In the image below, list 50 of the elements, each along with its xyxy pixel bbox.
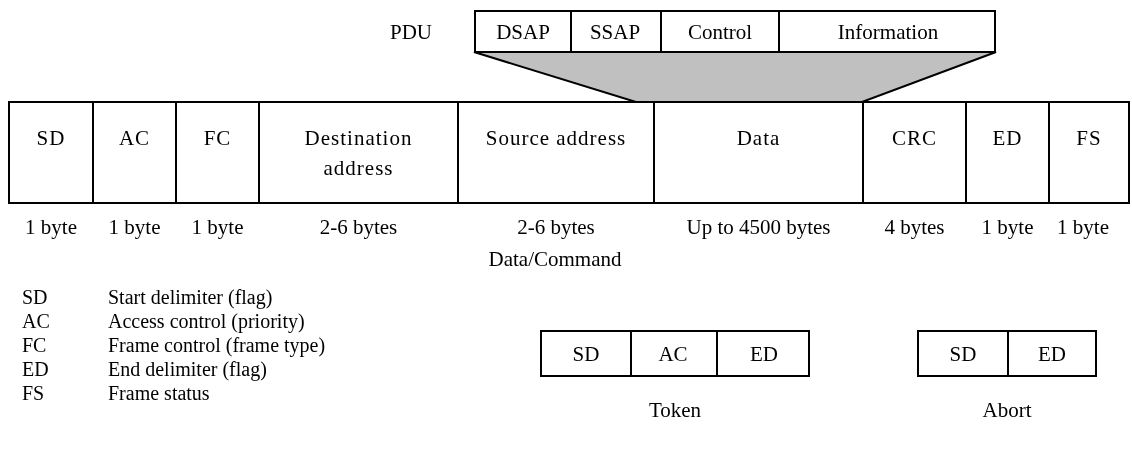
field-name: ED — [749, 340, 779, 367]
field-name: Destination address — [303, 125, 414, 182]
abbreviation: AC — [22, 309, 50, 333]
abbreviation: FS — [22, 381, 45, 405]
frame-caption: Abort — [981, 397, 1033, 423]
byte-size-label: 1 byte — [981, 214, 1034, 240]
abbreviation-meaning: Frame control (frame type) — [108, 333, 326, 357]
field-cell — [258, 101, 459, 204]
abbreviation: FC — [22, 333, 47, 357]
frame-caption: Token — [647, 397, 703, 423]
field-name: FC — [202, 125, 233, 152]
field-name: Source address — [484, 125, 628, 152]
field-name: FS — [1075, 125, 1103, 152]
abbreviation-meaning: Access control (priority) — [108, 309, 305, 333]
abbreviation-meaning: End delimiter (flag) — [108, 357, 267, 381]
byte-size-label: 1 byte — [108, 214, 161, 240]
field-name: SD — [35, 125, 67, 152]
abbreviation: ED — [22, 357, 49, 381]
field-name: AC — [657, 340, 689, 367]
abbreviation-meaning: Start delimiter (flag) — [108, 285, 273, 309]
byte-size-label: Up to 4500 bytes — [686, 214, 831, 240]
field-cell — [457, 101, 655, 204]
abbreviation-meaning: Frame status — [108, 381, 210, 405]
byte-size-label: 1 byte — [191, 214, 244, 240]
expansion-wedge — [473, 51, 997, 103]
byte-size-label: 4 bytes — [884, 214, 945, 240]
field-name: ED — [991, 125, 1024, 152]
byte-size-label: 2-6 bytes — [517, 214, 595, 240]
frame-caption: PDU — [390, 19, 432, 45]
field-cell — [92, 101, 177, 204]
field-cell — [965, 101, 1050, 204]
field-name: AC — [117, 125, 152, 152]
field-name: SD — [571, 340, 601, 367]
field-name: ED — [1037, 340, 1067, 367]
field-name: DSAP — [495, 18, 551, 45]
field-name: Control — [686, 18, 754, 45]
field-cell — [8, 101, 94, 204]
abbreviation: SD — [22, 285, 48, 309]
byte-size-label: 2-6 bytes — [319, 214, 398, 240]
byte-size-label: 1 byte — [25, 214, 77, 240]
field-cell — [862, 101, 967, 204]
field-name: Information — [836, 18, 940, 45]
field-note: Data/Command — [488, 246, 622, 272]
field-name: Data — [735, 125, 782, 152]
field-name: SD — [948, 340, 978, 367]
byte-size-label: 1 byte — [1057, 214, 1109, 240]
field-cell — [1048, 101, 1130, 204]
field-name: SSAP — [588, 18, 642, 45]
field-name: CRC — [891, 125, 938, 152]
field-cell — [175, 101, 260, 204]
